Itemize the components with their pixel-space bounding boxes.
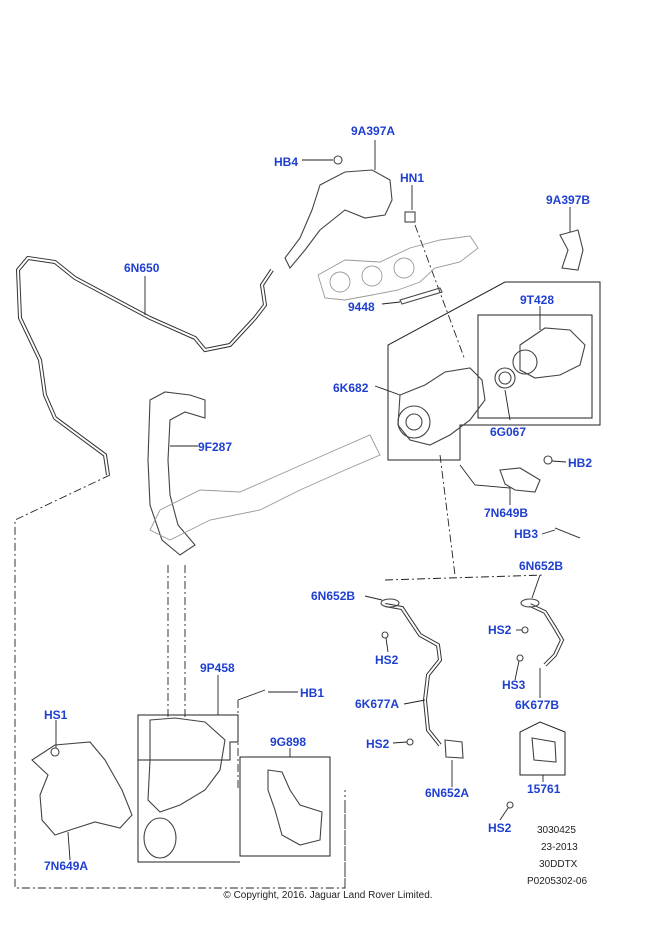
- oil-return-pipe-b-inner: [529, 604, 564, 666]
- leader-9448: [381, 301, 401, 305]
- leader-hs2-d: [499, 807, 509, 821]
- label-7n649b[interactable]: 7N649B: [484, 506, 529, 520]
- screw-hs2-a: [381, 631, 389, 639]
- outline-9f287: [167, 565, 186, 720]
- leader-hb2: [551, 460, 567, 463]
- screw-hs2-d: [506, 801, 514, 809]
- label-15761[interactable]: 15761: [527, 782, 561, 796]
- oil-return-pipe-a-inner: [384, 604, 442, 746]
- gasket-15761: [531, 737, 557, 763]
- label-hs3[interactable]: HS3: [502, 678, 526, 692]
- heat-shield-upper: [284, 169, 393, 269]
- flange-6n652a: [444, 739, 464, 759]
- ref-number-3: 30DDTX: [539, 859, 578, 870]
- label-6k682[interactable]: 6K682: [333, 381, 369, 395]
- label-6n652a[interactable]: 6N652A: [425, 786, 470, 800]
- label-6n650[interactable]: 6N650: [124, 261, 160, 275]
- throttle-outlet: [143, 817, 177, 859]
- leader-6n652b-left: [364, 595, 383, 601]
- leader-hs2-a: [385, 637, 389, 653]
- oil-feed-pipe-inner: [16, 256, 273, 476]
- oil-return-pipe-a: [384, 603, 443, 747]
- screw-hs3: [516, 654, 524, 662]
- clip-hn1: [404, 211, 416, 223]
- label-6k677b[interactable]: 6K677B: [515, 698, 560, 712]
- assembly-outline: [14, 474, 346, 889]
- bracket-line: [459, 464, 511, 489]
- label-hn1[interactable]: HN1: [400, 171, 425, 185]
- label-hb4[interactable]: HB4: [274, 155, 299, 169]
- turbocharger: [397, 367, 486, 446]
- label-9f287[interactable]: 9F287: [198, 440, 233, 454]
- label-9g898[interactable]: 9G898: [270, 735, 307, 749]
- gasket-6g067-inner: [498, 371, 512, 385]
- label-6n652b-left[interactable]: 6N652B: [311, 589, 356, 603]
- bolt-hb2: [543, 455, 553, 465]
- ref-number-4: P0205302-06: [527, 876, 588, 887]
- leader-hs3: [514, 660, 520, 681]
- throttle-box: [137, 714, 240, 863]
- manifold-port-1: [329, 271, 351, 293]
- leader-7n649a: [67, 831, 71, 861]
- label-hs2-b[interactable]: HS2: [488, 623, 512, 637]
- manifold-port-3: [393, 257, 415, 279]
- exhaust-manifold: [317, 235, 479, 301]
- label-hb1[interactable]: HB1: [300, 686, 325, 700]
- leader-hs2-c: [392, 741, 408, 744]
- label-hb3[interactable]: HB3: [514, 527, 539, 541]
- gasket-6n652b-right: [520, 598, 540, 608]
- label-6n652b-top[interactable]: 6N652B: [519, 559, 564, 573]
- gasket-6n652b-left: [380, 598, 400, 608]
- catalyst: [519, 327, 586, 379]
- catalyst-outlet: [512, 349, 538, 375]
- catalyst-box: [477, 314, 593, 419]
- intake-hose: [147, 391, 206, 556]
- screw-hs2-b: [521, 626, 529, 634]
- ref-number-2: 23-2013: [541, 842, 578, 853]
- heat-shield-small: [559, 229, 584, 271]
- bracket-7n649b: [499, 467, 541, 493]
- leader-hb3: [541, 529, 556, 535]
- leader-6g067: [504, 389, 511, 421]
- copyright-notice: © Copyright, 2016. Jaguar Land Rover Lim…: [223, 890, 433, 901]
- manifold-port-2: [361, 265, 383, 287]
- label-9p458[interactable]: 9P458: [200, 661, 235, 675]
- turbo-compressor: [397, 405, 431, 439]
- downpipe: [149, 434, 381, 541]
- label-9a397b[interactable]: 9A397B: [546, 193, 591, 207]
- gasket-9448: [399, 287, 443, 305]
- label-hs1[interactable]: HS1: [44, 708, 68, 722]
- turbo-compressor-inner: [405, 413, 423, 431]
- label-hs2-d[interactable]: HS2: [488, 821, 512, 835]
- screw-hs1: [50, 747, 60, 757]
- bolt-hb1: [237, 689, 266, 701]
- label-9448[interactable]: 9448: [348, 300, 375, 314]
- outline-center: [384, 454, 546, 581]
- actuator: [267, 769, 323, 846]
- label-hs2-c[interactable]: HS2: [366, 737, 390, 751]
- label-6g067[interactable]: 6G067: [490, 425, 527, 439]
- leader-6k677a: [403, 699, 426, 705]
- screw-hs2-c: [406, 738, 414, 746]
- label-hb2[interactable]: HB2: [568, 456, 593, 470]
- label-6k677a[interactable]: 6K677A: [355, 697, 400, 711]
- bracket-7n649a: [31, 741, 133, 836]
- bolt-hb3: [554, 527, 581, 539]
- gasket-box-15761: [519, 721, 566, 776]
- leader-6n652b-top: [531, 574, 541, 599]
- label-hs2-a[interactable]: HS2: [375, 653, 399, 667]
- bolt-hb4: [333, 155, 343, 165]
- label-7n649a[interactable]: 7N649A: [44, 859, 89, 873]
- actuator-box: [239, 756, 331, 857]
- ref-number-1: 3030425: [537, 825, 576, 836]
- leader-6k682: [374, 385, 401, 396]
- throttle-body: [147, 717, 226, 813]
- label-9t428[interactable]: 9T428: [520, 293, 555, 307]
- gasket-6g067: [494, 367, 516, 389]
- turbo-group-box: [387, 281, 601, 461]
- label-9a397a[interactable]: 9A397A: [351, 124, 396, 138]
